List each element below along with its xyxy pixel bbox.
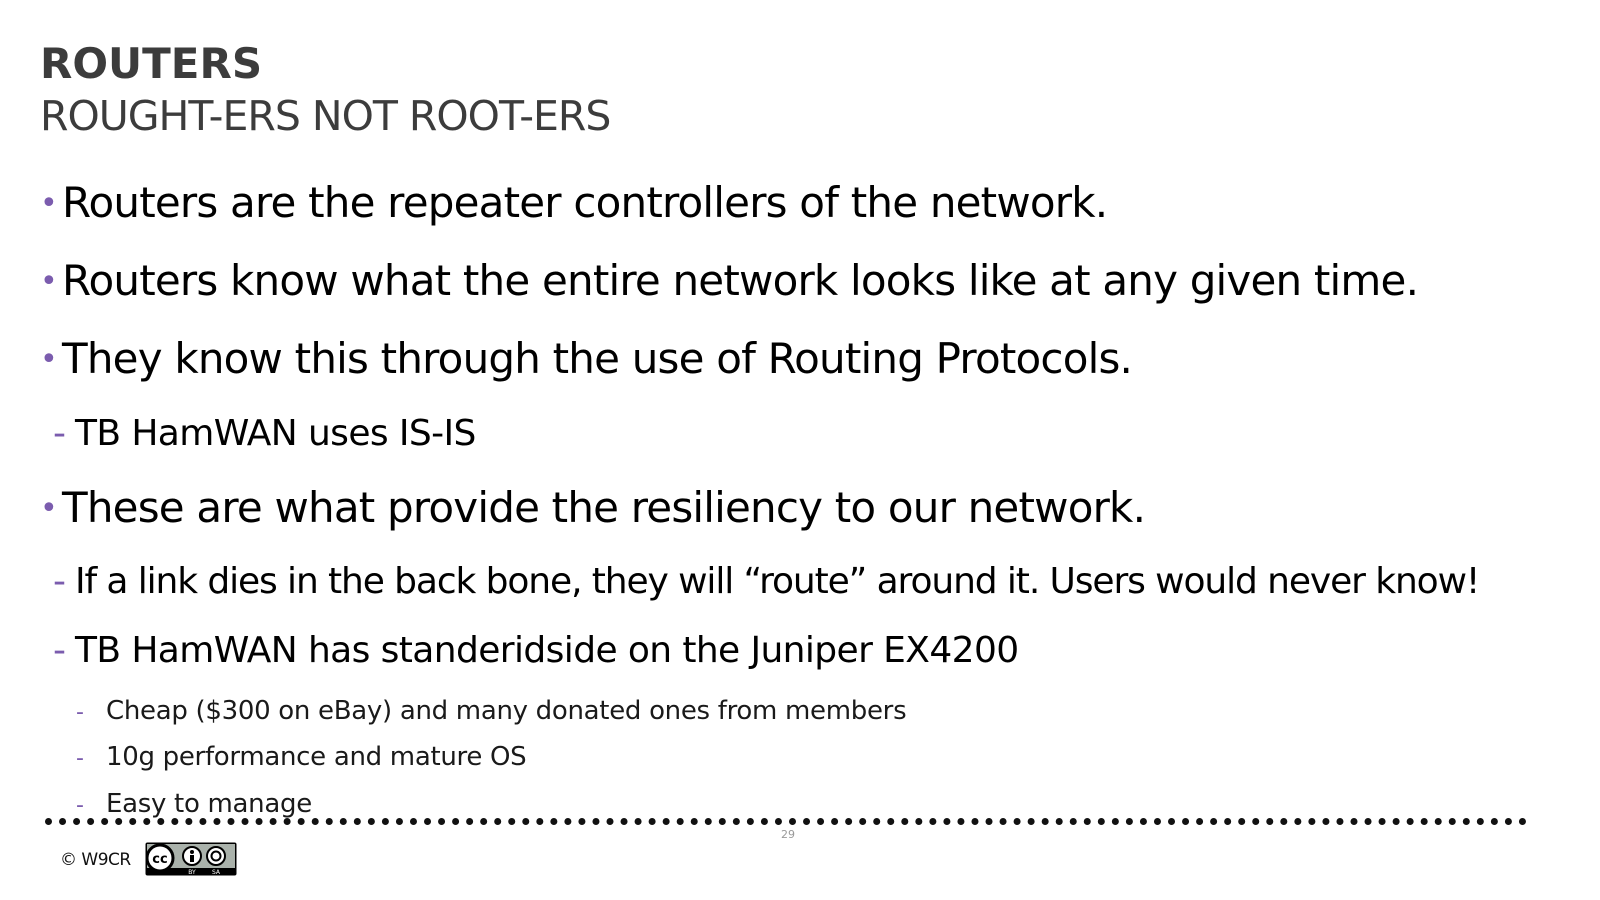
sub-sub-bullet-marker: - bbox=[76, 746, 84, 771]
bullet-marker: • bbox=[40, 342, 58, 377]
sub-bullet-item: -TB HamWAN uses IS-IS bbox=[53, 412, 476, 456]
bullet-marker: • bbox=[40, 264, 58, 299]
bullet-item: •Routers know what the entire network lo… bbox=[40, 256, 1419, 307]
sub-sub-bullet-text: Cheap ($300 on eBay) and many donated on… bbox=[106, 696, 907, 726]
sub-bullet-marker: - bbox=[53, 561, 66, 602]
slide-title: ROUTERS bbox=[40, 39, 263, 88]
copyright-text: © W9CR bbox=[60, 850, 131, 870]
sub-sub-bullet-marker: - bbox=[76, 700, 84, 725]
bullet-marker: • bbox=[40, 491, 58, 526]
sub-bullet-item: -If a link dies in the back bone, they w… bbox=[53, 560, 1480, 604]
cc-by-label: BY bbox=[188, 869, 196, 876]
footer-divider bbox=[45, 818, 1527, 825]
sa-share-alike-icon bbox=[206, 846, 226, 866]
sub-sub-bullet-text: 10g performance and mature OS bbox=[106, 742, 527, 772]
svg-text:cc: cc bbox=[152, 852, 167, 867]
bullet-marker: • bbox=[40, 186, 58, 221]
sub-sub-bullet-item: -10g performance and mature OS bbox=[76, 740, 527, 776]
sub-bullet-text: TB HamWAN has standeridside on the Junip… bbox=[75, 630, 1019, 671]
bullet-item: •These are what provide the resiliency t… bbox=[40, 483, 1146, 534]
bullet-text: They know this through the use of Routin… bbox=[62, 334, 1133, 383]
sub-bullet-marker: - bbox=[53, 413, 66, 454]
sub-sub-bullet-marker: - bbox=[76, 793, 84, 818]
creative-commons-by-sa-icon: cc BY SA bbox=[145, 842, 237, 876]
sub-bullet-marker: - bbox=[53, 630, 66, 671]
page-number: 29 bbox=[781, 828, 795, 841]
bullet-text: Routers are the repeater controllers of … bbox=[62, 178, 1108, 227]
sub-sub-bullet-item: -Easy to manage bbox=[76, 787, 312, 823]
bullet-text: Routers know what the entire network loo… bbox=[62, 256, 1419, 305]
cc-sa-label: SA bbox=[212, 869, 221, 876]
sub-sub-bullet-item: -Cheap ($300 on eBay) and many donated o… bbox=[76, 694, 907, 730]
slide-subtitle: ROUGHT-ERS NOT ROOT-ERS bbox=[40, 92, 611, 140]
bullet-text: These are what provide the resiliency to… bbox=[62, 483, 1146, 532]
sub-bullet-text: TB HamWAN uses IS-IS bbox=[75, 413, 476, 454]
bullet-item: •Routers are the repeater controllers of… bbox=[40, 178, 1108, 229]
sub-bullet-text: If a link dies in the back bone, they wi… bbox=[75, 561, 1480, 602]
sub-bullet-item: -TB HamWAN has standeridside on the Juni… bbox=[53, 629, 1019, 673]
sub-sub-bullet-text: Easy to manage bbox=[106, 789, 312, 819]
bullet-item: •They know this through the use of Routi… bbox=[40, 334, 1133, 385]
cc-circle-icon bbox=[145, 843, 175, 873]
